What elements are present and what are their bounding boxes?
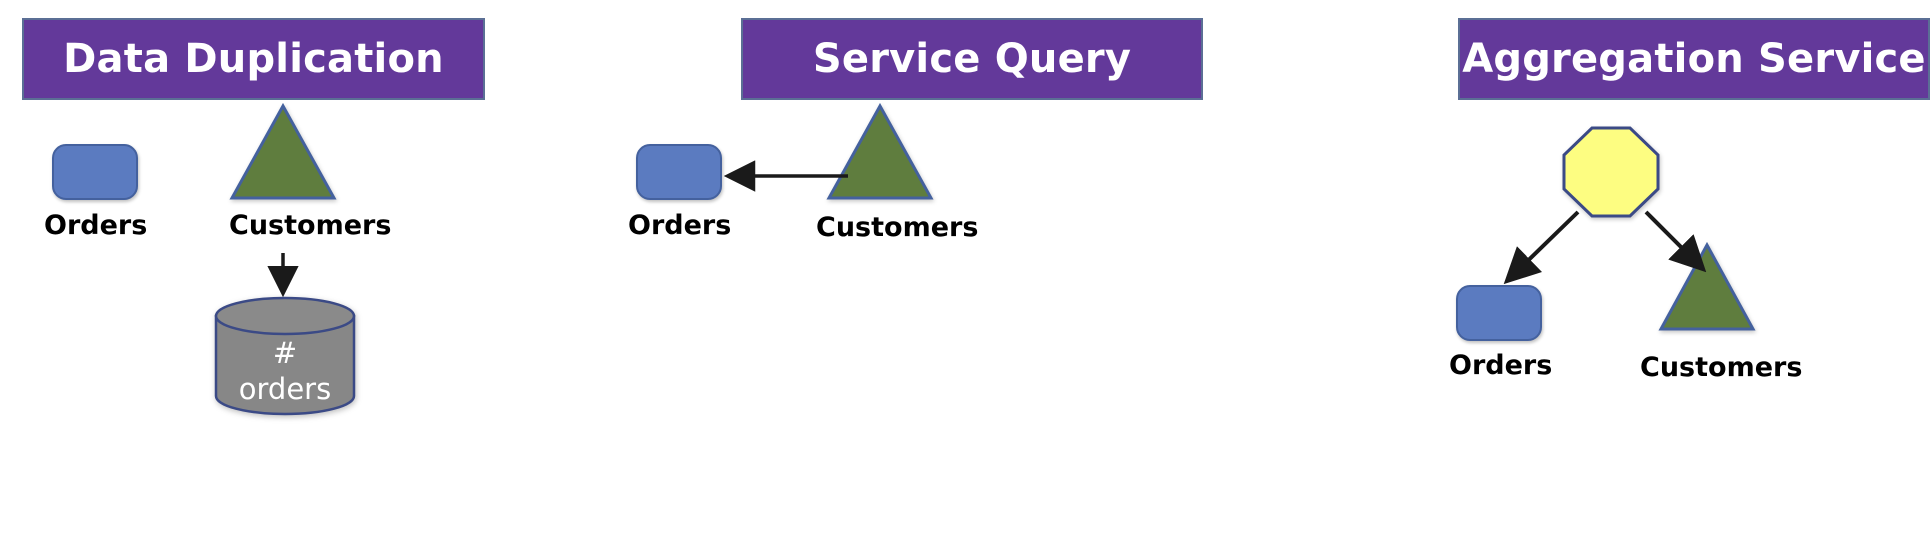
customers-service-label: Customers	[1640, 352, 1803, 383]
orders-count-database-shape[interactable]: # orders	[213, 296, 357, 416]
aggregator-gateway-shape[interactable]	[1562, 126, 1660, 218]
panel-header-data-duplication: Data Duplication	[22, 18, 485, 100]
orders-service-shape[interactable]	[1456, 285, 1542, 341]
orders-service-shape[interactable]	[636, 144, 722, 200]
panel-header-aggregation-service: Aggregation Service	[1458, 18, 1930, 100]
panel-header-service-query: Service Query	[741, 18, 1203, 100]
customers-service-label: Customers	[229, 210, 392, 241]
arrow-gateway-to-orders	[1503, 210, 1580, 285]
customers-service-label: Customers	[816, 212, 979, 243]
orders-service-label: Orders	[1449, 350, 1553, 381]
orders-service-label: Orders	[628, 210, 732, 241]
panel-data-duplication: Data Duplication Orders Customers # orde…	[0, 0, 620, 534]
orders-service-label: Orders	[44, 210, 148, 241]
panel-service-query: Service Query Orders Customers	[620, 0, 1240, 534]
panel-aggregation-service: Aggregation Service Orders Customers	[1240, 0, 1932, 534]
orders-service-shape[interactable]	[52, 144, 138, 200]
